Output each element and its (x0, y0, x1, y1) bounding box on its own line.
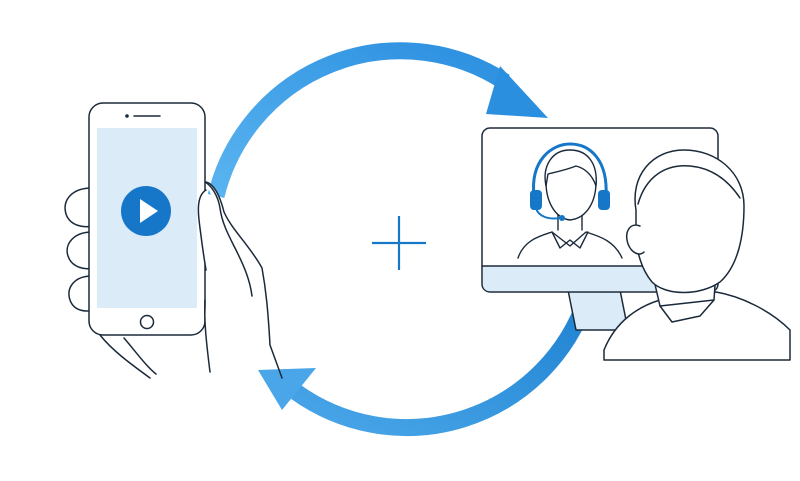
agent-shoulders (517, 231, 623, 259)
viewer-hair (637, 165, 741, 205)
monitor-stand (567, 289, 629, 331)
thumb (204, 181, 253, 297)
viewer-ear (626, 224, 645, 255)
viewer-head (634, 149, 745, 294)
bottom-arc (291, 297, 595, 436)
bottom-arrowhead-icon (258, 368, 316, 410)
wrist (99, 334, 157, 379)
hand-holding-phone (64, 102, 283, 379)
agent-headset-band (532, 142, 608, 198)
top-arc (207, 42, 510, 199)
agent-neck (557, 213, 583, 231)
plus-icon (372, 216, 426, 270)
circular-sync-arrows-icon (207, 42, 595, 436)
agent-mic (535, 207, 561, 220)
play-icon (121, 186, 171, 236)
support-agent-headset-icon (517, 142, 623, 259)
agent-hair (544, 149, 597, 187)
top-arrowhead-icon (486, 66, 548, 118)
finger-1 (64, 187, 93, 228)
viewer-collar (659, 299, 715, 323)
agent-collar (551, 231, 589, 249)
person-silhouette-icon (603, 149, 791, 361)
finger-2 (66, 231, 93, 270)
phone-camera (125, 114, 129, 118)
viewer-torso (603, 291, 791, 361)
phone-home-button (139, 314, 155, 330)
hand-palm (197, 181, 283, 379)
